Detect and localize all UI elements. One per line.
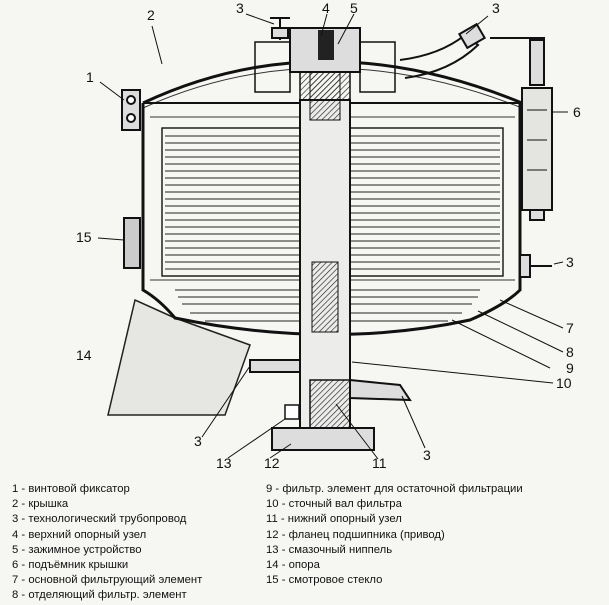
legend-item: 3 - технологический трубопровод [12,513,187,526]
legend-item: 1 - винтовой фиксатор [12,483,130,495]
legend-item: 12 - фланец подшипника (привод) [266,528,445,541]
callout-11: 11 [372,455,387,470]
callout-2: 2 [147,7,155,23]
legend-item: 13 - смазочный ниппель [266,543,393,556]
callout-3-bottom-left: 3 [194,433,202,449]
legend-item: 8 - отделяющий фильтр. элемент [12,589,187,602]
callout-3-top-left: 3 [236,0,244,16]
sight-glass [123,217,141,269]
lubrication-nipple [284,404,300,420]
lid-lift [490,37,553,221]
callout-15: 15 [76,229,92,245]
leader-lines [97,13,568,460]
lower-bearing-unit [309,379,351,429]
callout-7: 7 [566,320,574,336]
legend-item: 10 - сточный вал фильтра [266,498,402,511]
callout-4: 4 [322,0,330,16]
callout-9: 9 [566,360,574,376]
callout-3-right: 3 [566,254,574,270]
legend-item: 9 - фильтр. элемент для остаточной фильт… [266,483,523,495]
process-pipe-right [519,254,552,278]
legend-item: 11 - нижний опорный узел [266,513,402,526]
legend-item: 7 - основной фильтрующий элемент [12,574,203,587]
process-pipe-top-left [270,17,290,40]
callout-5: 5 [350,0,358,16]
callout-13: 13 [216,455,232,470]
callout-3-top-right: 3 [492,0,500,16]
clamping-device [318,30,334,60]
process-pipe-bottom-left [249,359,301,373]
callout-10: 10 [556,375,572,391]
legend-item: 5 - зажимное устройство [12,543,142,556]
separating-filter-element [175,289,480,305]
callout-6: 6 [573,104,581,120]
filter-cross-section-drawing: 1 2 3 4 5 3 6 15 3 14 7 8 9 10 3 3 13 12… [76,0,581,470]
callout-3-bottom-right: 3 [423,447,431,463]
legend-left-column: 1 - винтовой фиксатор 2 - крышка 3 - тех… [12,482,267,604]
callout-12: 12 [264,455,280,470]
process-pipe-top-right [399,22,487,79]
legend-item: 6 - подъёмник крышки [12,559,129,572]
callout-8: 8 [566,344,574,360]
legend-item: 4 - верхний опорный узел [12,528,147,541]
legend-item: 14 - опора [266,559,320,572]
screw-lock [121,89,141,131]
callout-1: 1 [86,69,94,85]
legend-item: 2 - крышка [12,498,69,511]
bearing-flange [271,427,375,451]
callout-14: 14 [76,347,92,363]
legend-right-column: 9 - фильтр. элемент для остаточной фильт… [266,482,606,588]
legend-item: 15 - смотровое стекло [266,574,383,587]
process-pipe-bottom-right [349,378,412,402]
residual-filter-element [190,312,462,322]
